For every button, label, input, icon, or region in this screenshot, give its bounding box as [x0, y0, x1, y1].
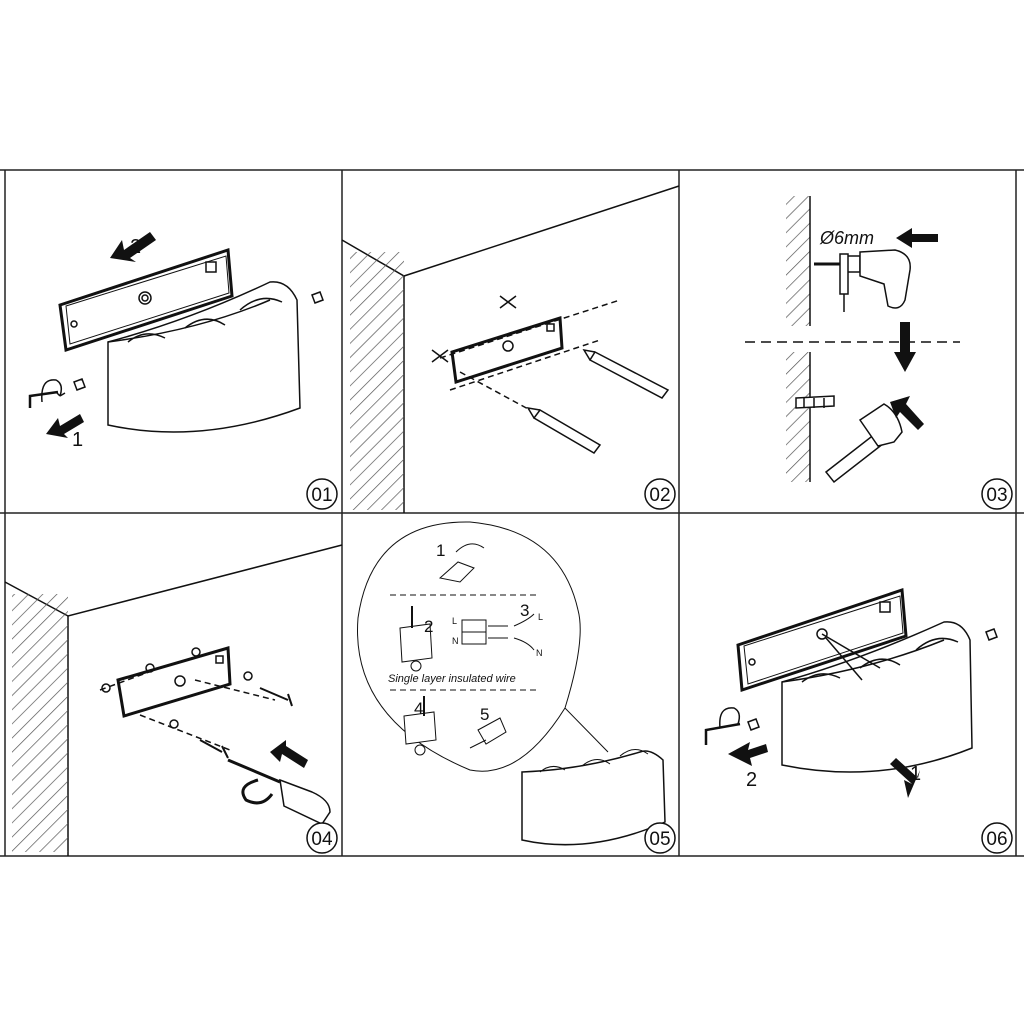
lamp-dome	[801, 673, 841, 683]
step-02-panel	[341, 185, 680, 513]
arrow-icon	[728, 742, 768, 766]
drill-icon	[814, 249, 911, 312]
step-03-badge: 03	[981, 478, 1013, 510]
step-05-sub-4: 4	[414, 699, 423, 718]
wall-hatch	[350, 252, 404, 510]
step-06-badge: 06	[981, 822, 1013, 854]
step-06-arrow-label-1: 1	[910, 763, 921, 785]
mounting-plate	[450, 315, 564, 384]
rotate-arrow-icon	[719, 707, 741, 729]
finger-icon	[455, 543, 485, 553]
arrow-icon	[110, 232, 156, 262]
lamp-dome	[915, 637, 959, 651]
step-04-arrows	[270, 740, 308, 768]
lamp-dome	[127, 333, 166, 343]
step-05-badge: 05	[644, 822, 676, 854]
wire-note: Single layer insulated wire	[388, 673, 516, 685]
arrow-icon	[894, 322, 916, 372]
step-05-panel	[357, 521, 666, 846]
plate-hole	[138, 291, 152, 305]
lamp-dome	[581, 759, 611, 767]
hammer-icon	[824, 403, 903, 484]
step-05-number: 05	[649, 829, 670, 850]
connector-icon	[477, 717, 507, 745]
step-05-wire-l: L	[538, 612, 543, 622]
callout-bubble	[357, 521, 609, 772]
connector-housing	[399, 623, 433, 663]
mark-cross-icon	[431, 349, 449, 363]
step-04-badge: 04	[306, 822, 338, 854]
screw-icon	[199, 739, 229, 759]
arrow-icon	[896, 228, 938, 248]
lamp-body	[521, 750, 666, 846]
lamp-body	[107, 281, 301, 433]
step-05-terminal-l: L	[452, 616, 457, 626]
step-05-wire-n: N	[536, 648, 543, 658]
step-04-panel	[4, 544, 343, 856]
pencil-icon	[532, 409, 602, 454]
hex-key-icon	[28, 390, 59, 408]
wall-plug-icon	[795, 395, 835, 409]
lamp-dome	[239, 297, 283, 311]
wall-hatch	[12, 594, 68, 852]
arrow-icon	[46, 414, 84, 438]
mounting-plate	[736, 587, 908, 693]
screwdriver-icon	[227, 758, 331, 825]
hex-key-icon	[704, 722, 741, 745]
step-05-sub-5: 5	[480, 705, 489, 724]
lamp-dome	[539, 766, 566, 773]
step-06-panel	[704, 587, 998, 773]
step-03-panel	[745, 196, 960, 484]
lamp-dome	[859, 658, 901, 669]
grub-screw	[311, 291, 324, 304]
step-01-arrows	[46, 232, 156, 438]
step-01-arrow-label-2: 2	[130, 236, 141, 258]
rotate-arrow-icon	[241, 778, 274, 805]
lamp-dome	[184, 318, 226, 329]
step-03-number: 03	[986, 485, 1007, 506]
lamp-body	[781, 621, 973, 773]
lamp-dome	[619, 749, 649, 757]
panel-grid	[0, 169, 1024, 857]
step-05-sub-1: 1	[436, 541, 445, 560]
step-06-arrows	[728, 742, 920, 798]
step-05-sub-3: 3	[520, 601, 529, 620]
mark-cross-icon	[499, 295, 517, 309]
pencil-icon	[588, 351, 670, 399]
grub-screw	[747, 718, 760, 731]
step-01-panel	[28, 247, 324, 433]
step-02-number: 02	[649, 485, 670, 506]
mounting-plate	[58, 247, 234, 352]
step-01-arrow-label-1: 1	[72, 429, 83, 451]
arrow-icon	[890, 758, 920, 798]
arrow-icon	[270, 740, 308, 768]
step-06-number: 06	[986, 829, 1007, 850]
step-05-terminal-n: N	[452, 636, 459, 646]
step-01-number: 01	[311, 485, 332, 506]
step-04-number: 04	[311, 829, 333, 850]
drill-bit-size: Ø6mm	[819, 228, 874, 248]
step-06-arrow-label-2: 2	[746, 769, 757, 791]
step-05-sub-2: 2	[424, 617, 433, 636]
step-03-arrows	[890, 228, 938, 430]
screw-icon	[259, 687, 293, 707]
step-02-badge: 02	[644, 478, 676, 510]
grub-screw	[985, 628, 998, 641]
wall-hatch	[786, 196, 810, 326]
connector-icon	[438, 561, 475, 583]
rotate-arrow-icon	[41, 379, 63, 403]
mounting-plate	[116, 646, 232, 718]
wall-hatch	[786, 352, 810, 482]
arrow-icon	[890, 396, 924, 430]
wall-plug-icon	[101, 683, 111, 693]
grub-screw	[73, 378, 86, 391]
step-01-badge: 01	[306, 478, 338, 510]
